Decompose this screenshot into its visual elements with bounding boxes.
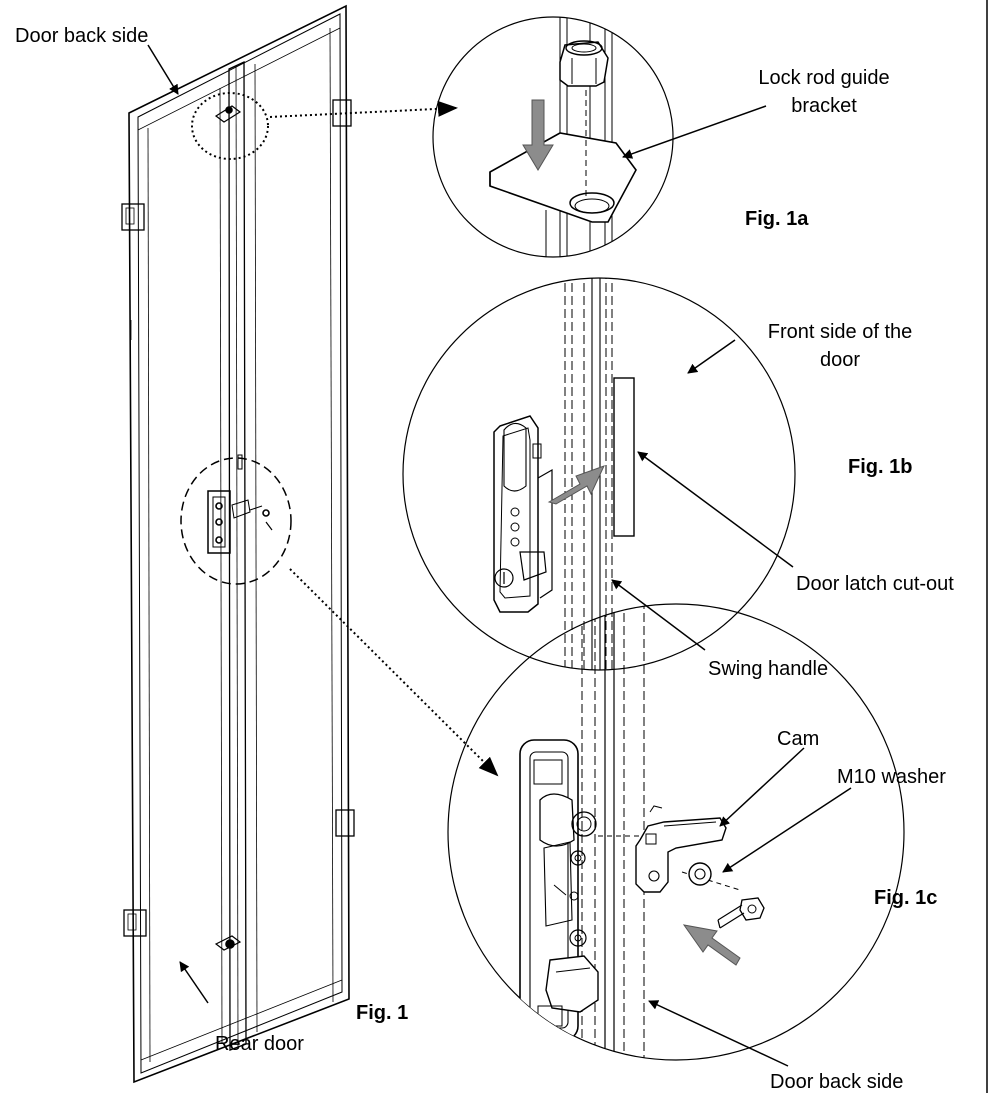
- label-door-latch-cutout: Door latch cut-out: [796, 573, 954, 595]
- leader-cam: [719, 747, 805, 827]
- label-fig1a: Fig. 1a: [745, 208, 809, 230]
- door-center-stile: [228, 60, 247, 1051]
- detail-marker-top: [191, 92, 269, 160]
- label-door-back-side-top: Door back side: [15, 25, 148, 47]
- label-fig1b: Fig. 1b: [848, 456, 912, 478]
- label-lock-rod-guide-1: Lock rod guide: [758, 67, 889, 89]
- leader-door-back-side-top: [147, 44, 179, 95]
- detail-marker-handle: [180, 457, 292, 585]
- label-cam: Cam: [777, 728, 819, 750]
- fig1a-detail-circle: [432, 16, 674, 258]
- fig1b-detail-circle: [402, 277, 796, 671]
- label-fig1c: Fig. 1c: [874, 887, 937, 909]
- leader-m10-washer: [722, 787, 852, 873]
- fig1b-drawing: [493, 278, 635, 670]
- leader-front-side: [687, 339, 736, 374]
- leader-swing-handle: [611, 579, 706, 651]
- door-outer-frame: [128, 4, 350, 1084]
- insert-arrow-down: [522, 99, 554, 171]
- leader-to-fig1c: [289, 568, 499, 777]
- leader-lock-rod-guide: [622, 105, 767, 159]
- rear-door-drawing: [121, 4, 355, 1084]
- label-front-side-2: door: [820, 349, 860, 371]
- leader-rear-door: [179, 961, 209, 1004]
- label-door-back-side-bottom: Door back side: [770, 1071, 903, 1093]
- label-fig1: Fig. 1: [356, 1002, 408, 1024]
- label-swing-handle: Swing handle: [708, 658, 828, 680]
- fig1c-detail-circle: [447, 603, 905, 1061]
- insert-arrow-handle: [547, 465, 605, 505]
- leader-door-back-side-bottom: [648, 1000, 789, 1067]
- label-m10-washer: M10 washer: [837, 766, 946, 788]
- fig1a-drawing: [489, 17, 637, 257]
- leader-to-fig1a: [269, 100, 458, 118]
- fig1c-drawing: [519, 604, 765, 1060]
- label-front-side-1: Front side of the: [768, 321, 913, 343]
- insert-arrow-cam: [682, 924, 741, 966]
- leader-door-latch-cutout: [637, 451, 794, 568]
- label-lock-rod-guide-2: bracket: [791, 95, 857, 117]
- label-rear-door: Rear door: [215, 1033, 304, 1055]
